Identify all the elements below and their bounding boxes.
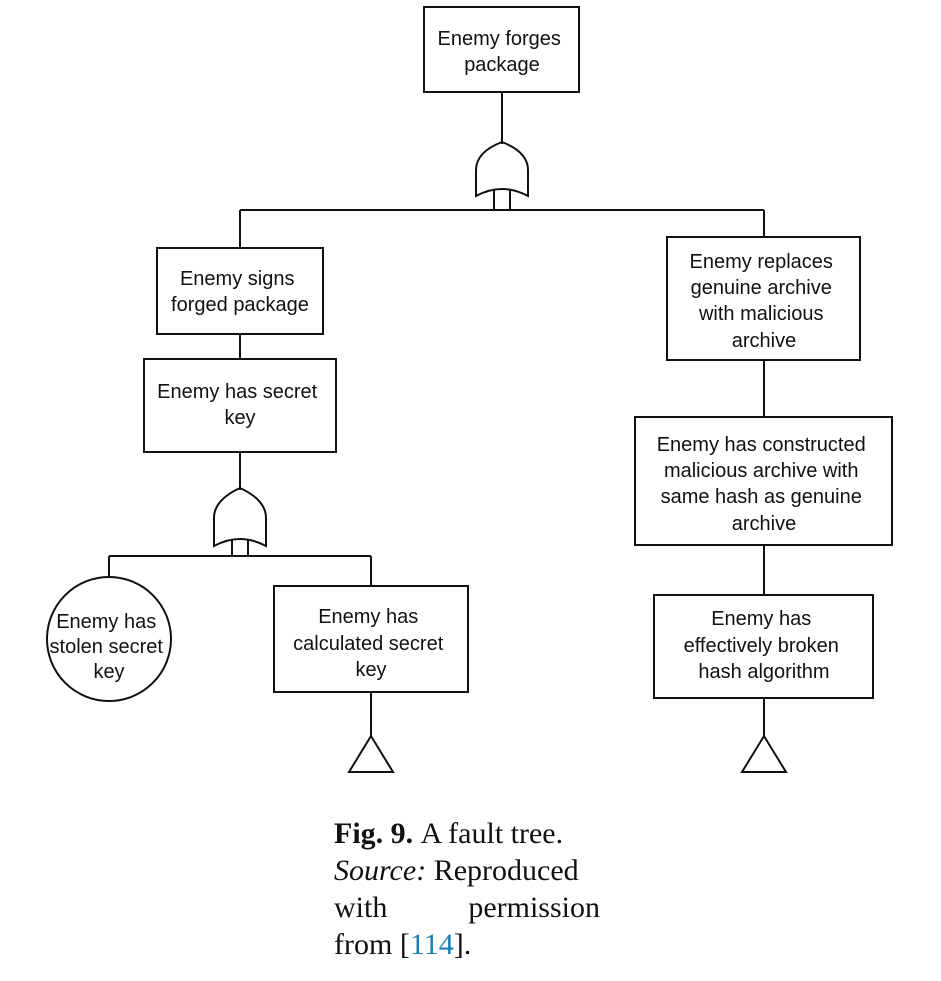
label-line: archive — [732, 513, 796, 535]
figure-title: A fault tree. — [420, 817, 564, 850]
label-line: key — [355, 659, 386, 681]
caption-text: from [ — [334, 928, 410, 961]
caption-line-1: Fig. 9. A fault tree. — [334, 815, 600, 852]
caption-word: with — [334, 891, 388, 924]
label-line: same hash as genuine — [661, 486, 862, 508]
label-line: Enemy forges — [438, 28, 561, 50]
label-line: effectively broken — [684, 635, 839, 657]
event-box-constructed — [634, 416, 893, 546]
broken-label: Enemy has effectively broken hash algori… — [684, 608, 845, 683]
label-line: archive — [732, 330, 796, 352]
label-line: malicious archive with — [664, 460, 859, 482]
caption-text: ]. — [453, 928, 472, 961]
source-label: Source: — [334, 854, 427, 887]
label-line: Enemy has — [318, 606, 418, 628]
caption-line-4: from [114]. — [334, 926, 600, 963]
source-text: Reproduced — [433, 854, 579, 887]
label-line: package — [464, 54, 540, 76]
label-line: Enemy has constructed — [657, 434, 866, 456]
or-gate-icon — [475, 140, 529, 198]
reference-link[interactable]: 114 — [409, 928, 454, 961]
top-event-box — [423, 6, 580, 93]
fault-tree-diagram: Enemy forges package Enemy signs forged … — [46, 6, 893, 773]
caption-line-2: Source: Reproduced — [334, 852, 600, 889]
basic-event-circle-stolen — [46, 576, 172, 702]
event-box-replaces — [666, 236, 861, 361]
calculated-label: Enemy has calculated secret key — [293, 606, 449, 681]
label-line: key — [93, 661, 124, 683]
label-line: Enemy replaces — [690, 251, 833, 273]
label-line: stolen secret — [50, 636, 164, 658]
event-box-broken — [653, 594, 874, 699]
label-line: Enemy signs — [180, 268, 295, 290]
label-line: Enemy has — [711, 608, 811, 630]
label-line: Enemy has secret — [157, 381, 318, 403]
signs-label: Enemy signs forged package — [171, 268, 309, 316]
label-line: key — [224, 407, 255, 429]
label-line: forged package — [171, 294, 309, 316]
secret-key-label: Enemy has secret key — [157, 381, 323, 429]
label-line: with malicious — [698, 303, 823, 325]
event-box-calculated — [273, 585, 469, 693]
transfer-triangle-icon — [347, 734, 395, 773]
or-gate-icon — [213, 486, 267, 548]
caption-word: permission — [468, 891, 600, 924]
label-line: genuine archive — [691, 277, 832, 299]
label-line: Enemy has — [56, 611, 156, 633]
caption-line-3: with permission — [334, 889, 600, 926]
event-box-signs — [156, 247, 324, 335]
transfer-triangle-icon — [740, 734, 788, 773]
replaces-label: Enemy replaces genuine archive with mali… — [690, 251, 839, 352]
constructed-label: Enemy has constructed malicious archive … — [657, 434, 872, 535]
label-line: calculated secret — [293, 633, 444, 655]
label-line: hash algorithm — [698, 661, 829, 683]
top-event-label: Enemy forges package — [438, 28, 567, 76]
event-box-secret-key — [143, 358, 337, 453]
figure-caption: Fig. 9. A fault tree. Source: Reproduced… — [334, 815, 600, 963]
figure-label: Fig. 9. — [334, 817, 414, 850]
stolen-label: Enemy has stolen secret key — [50, 611, 169, 683]
